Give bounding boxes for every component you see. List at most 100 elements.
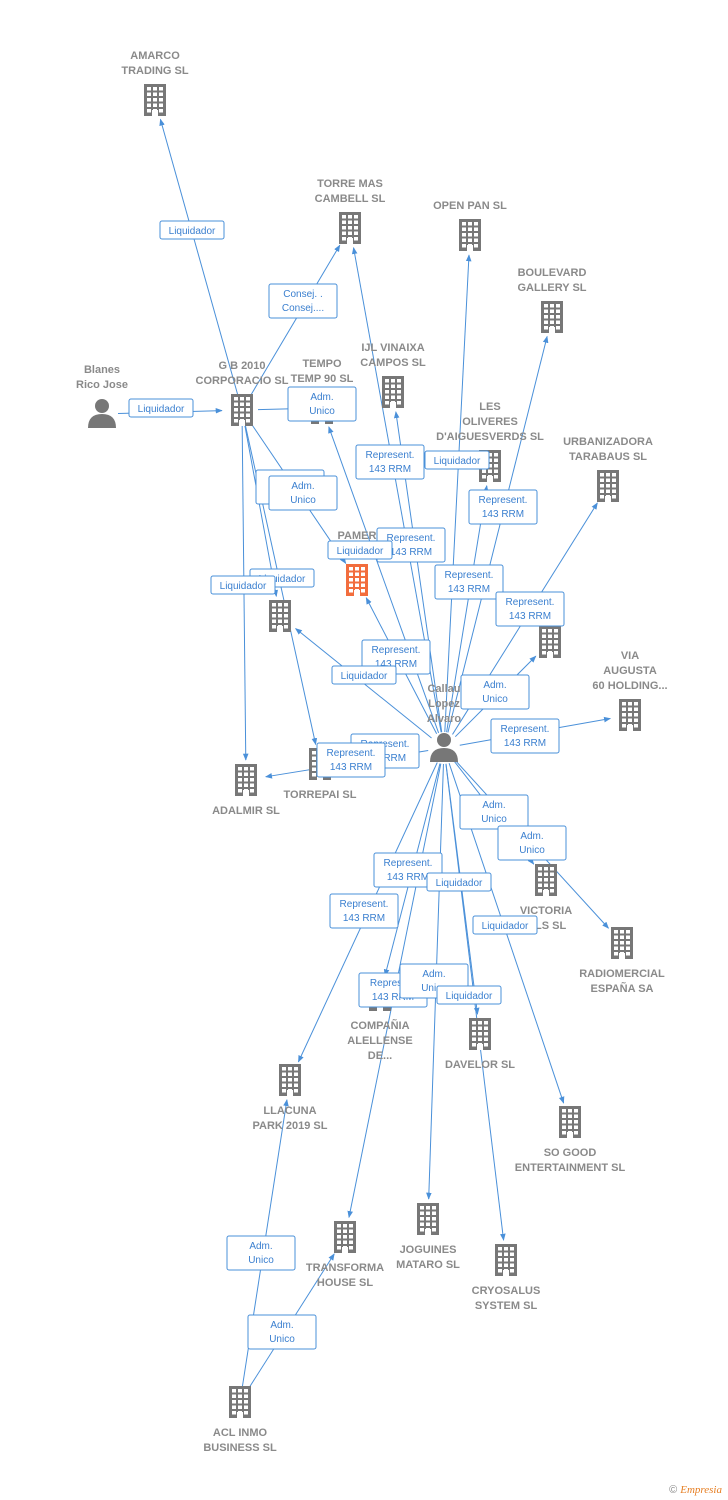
edge-label[interactable]: Adm.Unico: [268, 475, 338, 511]
edge-label-box: [424, 450, 490, 470]
edge-label[interactable]: Liquidador: [424, 450, 490, 470]
building-icon: [495, 1244, 517, 1276]
edge-label-text: 143 RRM: [369, 464, 411, 475]
edge-label[interactable]: Consej. . Consej....: [268, 283, 338, 319]
node-label: OLIVERES: [462, 416, 518, 428]
edge-label-text: Unico: [482, 694, 508, 705]
edge-label-text: 143 RRM: [482, 509, 524, 520]
building-icon: [541, 301, 563, 333]
edge-label[interactable]: Adm.Unico: [287, 386, 357, 422]
node-label: CAMBELL SL: [315, 193, 386, 205]
edge-label[interactable]: Liquidador: [426, 872, 492, 892]
node-rosellon[interactable]: [269, 600, 291, 632]
node-adalmir[interactable]: ADALMIR SL: [212, 764, 280, 817]
building-icon: [382, 376, 404, 408]
building-icon: [339, 212, 361, 244]
edge-label[interactable]: Represent.143 RRM: [490, 718, 560, 754]
edge-label-text: Liquidador: [446, 991, 493, 1002]
edge-label-text: Represent.: [479, 495, 528, 506]
node-label: G B 2010: [218, 360, 265, 372]
edge-label-box: [128, 398, 194, 418]
node-davelor[interactable]: DAVELOR SL: [445, 1018, 515, 1071]
node-label: COMPAÑIA: [350, 1019, 409, 1032]
node-label: VIA: [621, 650, 639, 662]
node-openpan[interactable]: OPEN PAN SL: [433, 200, 507, 251]
building-icon: [417, 1203, 439, 1235]
edge-label[interactable]: Liquidador: [210, 575, 276, 595]
node-label: AUGUSTA: [603, 665, 657, 677]
copyright-footer: © Empresia: [669, 1484, 722, 1496]
edge-label-text: Liquidador: [434, 456, 481, 467]
edge-label[interactable]: Represent.143 RRM: [355, 444, 425, 480]
edge-label[interactable]: Represent.143 RRM: [495, 591, 565, 627]
node-label: ENTERTAINMENT SL: [515, 1162, 626, 1174]
node-pamer[interactable]: PAMERBL...: [338, 530, 377, 596]
node-label: Blanes: [84, 364, 120, 376]
edge-label[interactable]: Represent. 143 RRM: [468, 489, 538, 525]
building-icon: [559, 1106, 581, 1138]
building-icon: [229, 1386, 251, 1418]
node-label: CORPORACIO SL: [196, 375, 289, 387]
edge-label[interactable]: Liquidador: [128, 398, 194, 418]
edge-label[interactable]: Adm.Unico: [460, 674, 530, 710]
building-icon: [535, 864, 557, 896]
edge-label-box: [497, 825, 567, 861]
node-label: LES: [479, 401, 500, 413]
node-label: LLACUNA: [263, 1105, 316, 1117]
edge-label[interactable]: Liquidador: [331, 665, 397, 685]
edge-label-box: [316, 742, 386, 778]
edge-label[interactable]: Liquidador: [327, 540, 393, 560]
edge-label[interactable]: Liquidador: [436, 985, 502, 1005]
edge-label[interactable]: Adm.Unico: [497, 825, 567, 861]
edge-label-text: Liquidador: [436, 878, 483, 889]
edge-label[interactable]: Adm.Unico: [459, 794, 529, 830]
building-icon: [619, 699, 641, 731]
edge-label[interactable]: Liquidador: [159, 220, 225, 240]
edge-label[interactable]: Represent.143 RRM: [329, 893, 399, 929]
edge-label-text: Consej....: [282, 303, 324, 314]
edge-label-text: Unico: [248, 1255, 274, 1266]
edge-label[interactable]: Adm.Unico: [226, 1235, 296, 1271]
building-icon: [459, 219, 481, 251]
building-icon: [279, 1064, 301, 1096]
node-label: D'AIGUESVERDS SL: [436, 431, 544, 443]
node-label: IJL VINAIXA: [361, 342, 424, 354]
edge-label-box: [210, 575, 276, 595]
edge-label[interactable]: Represent.143 RRM: [373, 852, 443, 888]
building-icon: [611, 927, 633, 959]
edge-label[interactable]: Adm.Unico: [247, 1314, 317, 1350]
edge-label-box: [327, 540, 393, 560]
edge-gb2010-to-torremas: [249, 244, 341, 397]
edge-callau-to-boulevard: [447, 335, 549, 733]
edge-label[interactable]: Liquidador: [472, 915, 538, 935]
edge-label-text: Adm.: [422, 969, 445, 980]
edge-label-text: Represent.: [501, 724, 550, 735]
brand-logo[interactable]: Empresia: [680, 1484, 722, 1496]
edge-label-box: [373, 852, 443, 888]
building-icon: [269, 600, 291, 632]
edge-label-text: Represent.: [384, 858, 433, 869]
edge-label-box: [268, 475, 338, 511]
edge-label-text: Adm.: [270, 1320, 293, 1331]
edge-label[interactable]: Represent.143 RRM: [376, 527, 446, 563]
edge-label[interactable]: Represent.143 RRM: [316, 742, 386, 778]
node-label: SYSTEM SL: [475, 1300, 538, 1312]
edge-label-text: Consej. .: [283, 289, 322, 300]
edge-label[interactable]: Represent.143 RRM: [434, 564, 504, 600]
